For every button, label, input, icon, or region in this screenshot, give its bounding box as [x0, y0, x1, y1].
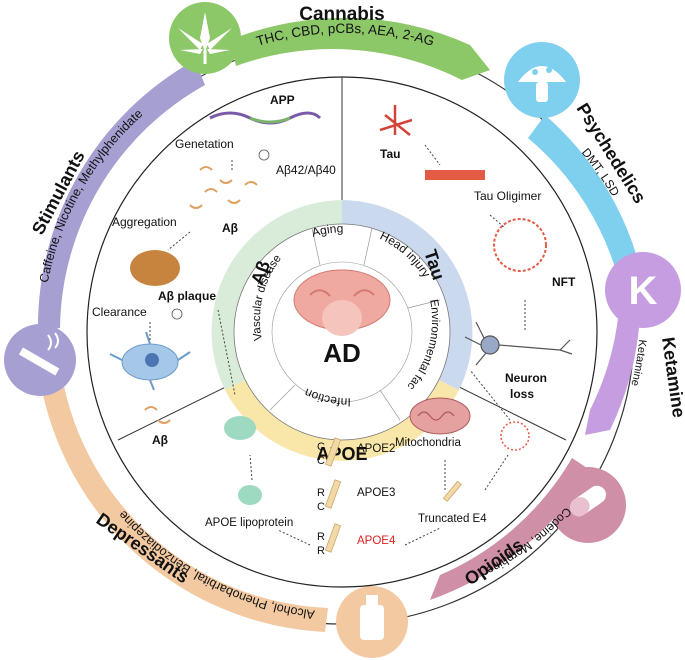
arrow-to-neuron: [469, 369, 511, 421]
ketamine-icon-circle: [605, 252, 681, 328]
apoe-isoform-icons: [324, 437, 342, 553]
arrow-tau: [424, 144, 441, 166]
pill-icon: [569, 485, 607, 517]
brain-illustration: [293, 269, 391, 336]
neuron-icon: [464, 321, 573, 366]
neuron-loss-label-1: Neuron: [505, 371, 547, 385]
tau-label: Tau: [380, 147, 400, 161]
cannabis-title: Cannabis: [299, 4, 385, 25]
minus-icon: [171, 308, 183, 320]
arrow-apoe-to-plaque: [217, 309, 236, 396]
tau-oligomer-label: Tau Oligimer: [474, 189, 541, 203]
cigarette-icon: [18, 332, 60, 376]
abeta-label: Aβ: [222, 221, 238, 235]
microglia-icon: [109, 331, 191, 391]
mushroom-icon: [518, 66, 566, 102]
arrow-oligomer: [489, 214, 506, 229]
arrow-lipoprotein: [249, 454, 253, 481]
apoe-abeta-label: Aβ: [152, 433, 168, 447]
cannabis-band: [230, 17, 490, 80]
abeta-plaque-label: Aβ plaque: [158, 289, 216, 303]
truncated-e4-label: Truncated E4: [418, 513, 487, 525]
tau-fibril-icon: [379, 105, 413, 136]
abeta-apoe-small-icon: [144, 406, 171, 424]
depressants-band: [40, 376, 328, 632]
stimulants-band: [37, 60, 206, 330]
aggregation-label: Aggregation: [112, 215, 177, 229]
apoe4-res-2: R: [317, 545, 325, 557]
apoe3-res-2: C: [317, 501, 325, 513]
apoe4-label: APOE4: [357, 535, 396, 547]
ratio-label: Aβ42/Aβ40: [276, 163, 336, 177]
arrow-aggregation: [167, 231, 191, 251]
apoe2-res-1: C: [317, 441, 325, 453]
nft-icon: [493, 218, 547, 272]
apoe-abeta-complex-icon: [224, 416, 256, 440]
ketamine-letter-icon: K: [629, 269, 658, 313]
apoe3-label: APOE3: [357, 487, 395, 499]
abeta-plaque-icon: [130, 250, 180, 286]
app-label: APP: [270, 93, 295, 107]
apoe3-res-1: R: [317, 487, 325, 499]
generation-label: Genetation: [175, 137, 234, 151]
nft-label: NFT: [552, 275, 576, 289]
risk-ring-separators: [269, 227, 441, 421]
apoe2-res-2: C: [317, 455, 325, 467]
psychedelics-band: [528, 115, 645, 290]
cannabis-leaf-icon: [178, 12, 232, 64]
ketamine-band: [585, 315, 640, 435]
apoe4-res-1: R: [317, 531, 325, 543]
neuron-loss-label-2: loss: [510, 387, 534, 401]
abeta-monomers-icon: [189, 166, 258, 209]
app-strand-segment-icon: [249, 116, 291, 124]
ketamine-title: Ketamine: [658, 336, 685, 419]
apoe2-label: APOE2: [357, 443, 395, 455]
truncated-e4-icon: [442, 480, 462, 502]
arrow-apoe4-right: [404, 527, 441, 546]
opioids-band: [430, 458, 590, 600]
tau-tangle-small-icon: [500, 421, 530, 451]
ad-center-label: AD: [323, 338, 361, 368]
arrow-apoe4-left: [277, 529, 311, 546]
mitochondria-label: Mitochondria: [395, 437, 461, 449]
bottle-icon: [360, 595, 384, 640]
mitochondria-icon: [409, 397, 471, 435]
clearance-label: Clearance: [92, 305, 147, 319]
apoe-lipoprotein-icon: [238, 485, 262, 505]
mitochondria-cristae-icon: [417, 411, 455, 421]
plus-icon: [258, 149, 270, 161]
tau-oligomer-icon: [425, 170, 485, 180]
apoe-lipoprotein-label: APOE lipoprotein: [205, 517, 293, 529]
arrow-truncated-tau: [484, 454, 509, 491]
